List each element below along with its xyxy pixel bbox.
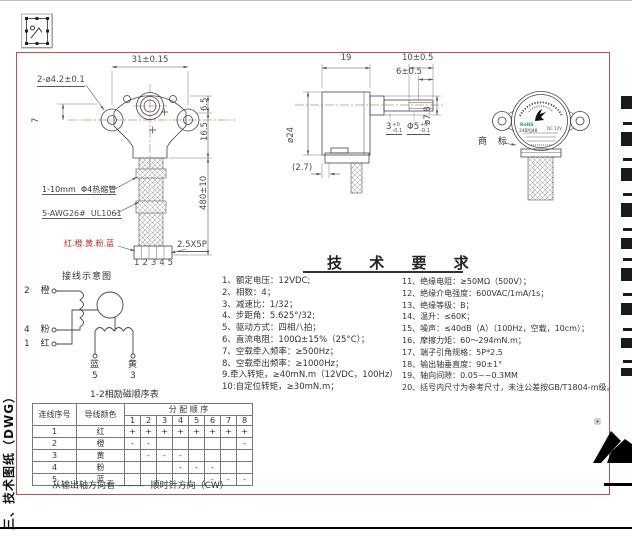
tech-item: 12、绝缘介电强度：600VAC/1mA/1s； <box>402 288 549 298</box>
drawing-frame <box>16 52 610 495</box>
front-view-drawing <box>57 65 236 260</box>
step-header: 2 <box>140 415 157 426</box>
step-header: 5 <box>188 415 205 426</box>
wiring-title: 接线示意图 <box>62 272 113 282</box>
front-dim-upper: 6.5 <box>200 97 210 111</box>
trademark-view-drawing <box>492 91 590 201</box>
wiring-terminal-yellow-num: 3 <box>130 371 136 381</box>
col-header-wire: 连线序号 <box>32 403 77 426</box>
sequence-table-footer: 从输出轴方向看 ——— 顺时针方向（CW） <box>52 481 229 491</box>
wiring-terminal-blue-num: 5 <box>92 371 98 381</box>
tol-main: 3 <box>386 122 392 132</box>
front-connector-label: 2.5X5P <box>177 240 207 252</box>
tech-item: 10:自定位转矩，≥30mN.m； <box>222 382 339 393</box>
front-dim-wire-length: 480±10 <box>199 175 209 210</box>
step-header: 3 <box>156 415 173 426</box>
section-title-vertical: 三、技术图纸（DWG） <box>2 389 16 530</box>
tech-item: 15、噪声：≤40dB（A）（100Hz，空载，10cm）； <box>402 324 589 334</box>
wiring-terminal-4: 4 粉 <box>24 325 54 335</box>
tech-requirements-right: 11、绝缘电阻：≥50MΩ（500V）； 12、绝缘介电强度：600VAC/1m… <box>402 276 615 394</box>
tol-stack: +0-0.1 <box>392 122 403 134</box>
tech-item: 18、输出轴垂直度：90±1° <box>402 359 503 369</box>
tol-main: Φ5 <box>407 122 420 132</box>
wiring-terminal-yellow: 黄 <box>128 360 138 370</box>
tech-item: 20、括号内尺寸为参考尺寸，未注公差按GB/T1804-m级。 <box>402 383 615 393</box>
sticker-voltage: DC 12V <box>547 126 562 131</box>
step-header: 6 <box>204 415 221 426</box>
wiring-terminal-2: 2 橙 <box>24 286 54 296</box>
col-header-order: 分 配 顺 序 <box>123 403 254 416</box>
tech-item: 14、温升：≤60K； <box>402 312 475 322</box>
col-header-color: 导线颜色 <box>76 403 125 426</box>
corner-logo <box>593 418 632 486</box>
side-dim-body: 19 <box>340 53 352 63</box>
front-wire-colors: 红.橙.黄.粉.蓝 <box>64 239 115 248</box>
tech-item: 11、绝缘电阻：≥50MΩ（500V）； <box>402 277 531 286</box>
front-note-heatshrink: 1-10mm Φ4热缩管 <box>42 185 117 196</box>
side-dim-ref: (2.7) <box>292 163 313 173</box>
tech-item: 3、减速比：1/32； <box>222 299 298 310</box>
tech-item: 7、空载牵入频率：≥500Hz； <box>222 346 339 357</box>
tech-item: 13、绝缘等级：B； <box>402 300 474 310</box>
wiring-schematic-drawing <box>51 288 136 359</box>
tech-item: 19、轴向间隙：0.05~~0.3MM <box>402 371 518 381</box>
tech-item: 17、端子引角规格：5P*2.5 <box>402 347 503 357</box>
sticker-rohs: RoHS <box>520 122 534 128</box>
bottom-divider-line <box>0 527 632 529</box>
tech-item: 9.牵入转矩，≥40mN.m（12VDC，100Hz） <box>222 370 398 381</box>
clipped-text-fragments <box>621 96 632 376</box>
wiring-terminal-1: 1 红 <box>24 339 54 349</box>
side-dim-flat-width: 3 +0-0.1 <box>386 122 403 135</box>
side-dim-flat: 6±0.5 <box>396 67 423 77</box>
front-holes-note: 2-ø4.2±0.1 <box>37 75 85 87</box>
step-header: 4 <box>172 415 189 426</box>
wiring-terminal-blue: 蓝 <box>90 360 100 370</box>
tech-requirements-title: 技 术 要 求 <box>327 254 480 272</box>
trademark-label: 商 标 <box>478 137 511 147</box>
front-dim-offset: 7 <box>31 117 41 123</box>
side-dim-shaft-dia: Φ5 +0-0.1 <box>407 122 430 135</box>
step-header: 1 <box>124 415 141 426</box>
front-dim-width: 31±0.15 <box>131 55 169 65</box>
front-pin-numbers: 12345 <box>134 258 177 268</box>
side-view-drawing <box>295 64 443 194</box>
sticker-model: 24BYJ48 <box>519 128 538 134</box>
tech-requirements-left: 1、额定电压：12VDC; 2、相数：4； 3、减速比：1/32； 4、步距角：… <box>222 274 398 392</box>
tech-item: 8、空载牵出频率：≥1000Hz； <box>222 358 344 369</box>
tech-item: 6、直流电阻：100Ω±15%（25°C）； <box>222 334 370 345</box>
tech-item: 1、额定电压：12VDC; <box>222 276 311 286</box>
top-hairline <box>0 0 632 1</box>
tol-stack: +0-0.1 <box>420 122 430 134</box>
front-dim-lower: 16.5 <box>200 122 210 141</box>
front-note-wire: 5-AWG26# UL1061 <box>42 209 122 220</box>
sequence-table-title: 1-2相励磁顺序表 <box>90 390 159 400</box>
tech-requirements-underline <box>303 271 463 273</box>
step-header: 8 <box>235 415 254 426</box>
tech-item: 4、步距角：5.625°/32; <box>222 311 316 322</box>
step-header: 7 <box>220 415 237 426</box>
tech-item: 16、摩擦力矩：60～294mN.m； <box>402 335 526 345</box>
image-placeholder-icon[interactable] <box>20 12 54 50</box>
side-dim-shaft: 10±0.5 <box>402 53 434 63</box>
side-dim-dia-body: ø24 <box>286 126 296 143</box>
tech-item: 2、相数：4； <box>222 287 276 298</box>
tech-item: 5、驱动方式：四相八拍； <box>222 323 321 334</box>
